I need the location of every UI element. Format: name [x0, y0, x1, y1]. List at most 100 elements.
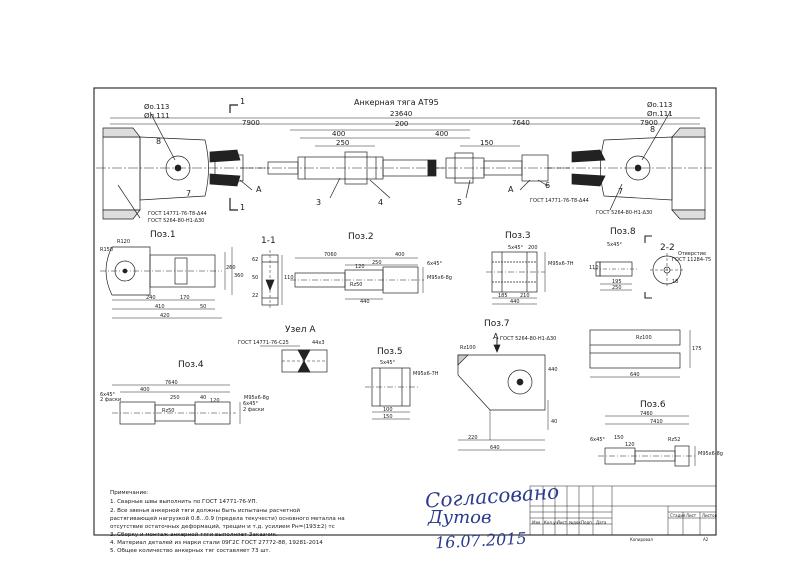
sec11-d22: 22 [252, 293, 259, 299]
poz3-chamfer: 5x45° [508, 245, 524, 251]
gost-left-2: ГОСТ 5264-80-Н1-Δ30 [148, 218, 205, 224]
poz7-gost: ГОСТ 5264-80-Н1-Δ30 [500, 336, 557, 342]
poz6-d120: 120 [625, 442, 635, 448]
poz1-d420: 420 [160, 313, 170, 319]
note-line: 3. Сборку и монтаж анкерной тяги выполня… [110, 532, 278, 538]
tb-col-podp: Подп. [581, 520, 594, 525]
poz1-d50: 50 [200, 304, 207, 310]
poz3-view [486, 251, 546, 305]
view-title-poz1: Поз.1 [150, 230, 176, 240]
tb-col-ndok: №док [569, 520, 581, 525]
tb-col-data: Дата [596, 520, 607, 525]
dim-250: 250 [336, 139, 350, 147]
tb-sheets: Листов [702, 513, 717, 518]
dim-seg-left: 7900 [242, 119, 260, 127]
poz2-thread: M95x6-8g [427, 275, 452, 281]
callout-7-left: 7 [186, 189, 192, 198]
poz8-gost: ГОСТ 11284-75 [672, 257, 712, 263]
dim-150: 150 [480, 139, 494, 147]
handwritten-signature: Дутов [428, 507, 492, 528]
note-heading: Примечание: [110, 490, 149, 496]
dim-seg-right: 7900 [640, 119, 658, 127]
view-title-sec22: 2-2 [660, 243, 675, 253]
view-title-poz5: Поз.5 [377, 347, 403, 357]
poz7-d440: 440 [548, 367, 558, 373]
note-line: 5. Общее количество анкерных тяг составл… [110, 548, 271, 554]
view-title-poz8: Поз.8 [610, 227, 636, 237]
view-title-poz3: Поз.3 [505, 231, 531, 241]
view-title-sec11: 1-1 [261, 236, 276, 246]
diameter-left-top: Øо.113 [144, 103, 170, 111]
poz4-d40: 40 [200, 395, 207, 401]
diameter-right-top: Øо.113 [647, 101, 673, 109]
poz4-d120: 120 [210, 398, 220, 404]
tb-format: А2 [703, 537, 709, 542]
poz2-chamfer: 6x45° [427, 261, 443, 267]
node-a-left: A [256, 185, 262, 194]
tb-copied: Копировал [630, 537, 653, 542]
poz7-view [457, 338, 549, 451]
view-title-poz2: Поз.2 [348, 232, 374, 242]
poz1-d170: 170 [180, 295, 190, 301]
poz1-d260: 260 [226, 265, 236, 271]
poz8-d195: 195 [612, 279, 622, 285]
plate-d175: 175 [692, 346, 702, 352]
poz2-view [290, 257, 424, 300]
note-line: 1. Сварные швы выполнить по ГОСТ 14771-7… [110, 499, 258, 505]
drawing-title: Анкерная тяга АТ95 [354, 98, 439, 107]
poz7-d40: 40 [551, 419, 558, 425]
sec11-d62: 62 [252, 257, 259, 263]
poz6-thread: M95x6-8g [698, 451, 723, 457]
poz1-view [100, 246, 233, 319]
poz4-d7640: 7640 [165, 380, 178, 386]
poz2-d440: 440 [360, 299, 370, 305]
poz6-d7410: 7410 [650, 419, 663, 425]
poz8-d110: 110 [589, 265, 599, 271]
gost-right-2: ГОСТ 5264-80-Н1-Δ30 [596, 210, 653, 216]
poz2-d400: 400 [395, 252, 405, 258]
main-assembly [96, 104, 712, 220]
tb-col-koluch: Кол.уч [544, 520, 558, 525]
poz8-d250: 250 [612, 285, 622, 291]
section-mark-top: 1 [240, 97, 246, 106]
tb-col-izm: Изм [532, 520, 541, 525]
poz1-d360: 360 [234, 273, 244, 279]
poz5-view [365, 367, 418, 420]
title-block [529, 485, 717, 536]
poz5-d100: 100 [383, 407, 393, 413]
poz6-view [598, 415, 696, 467]
view-title-poz6: Поз.6 [640, 400, 666, 410]
poz2-d7060: 7060 [324, 252, 337, 258]
view-title-uzel-a: Узел A [285, 325, 316, 335]
poz6-d7460: 7460 [640, 411, 653, 417]
poz2-rz50: Rz50 [350, 282, 363, 288]
poz7-d640: 640 [490, 445, 500, 451]
plate-d640: 640 [630, 372, 640, 378]
poz8-view [594, 235, 684, 299]
sec11-d50: 50 [252, 275, 259, 281]
tb-col-list: Лист [557, 520, 568, 525]
note-line: растягивающей нагрузкой 0.8...0.9 (преде… [110, 516, 345, 522]
poz3-d200: 200 [528, 245, 538, 251]
poz8-chamfer: 5x45° [607, 242, 623, 248]
sec11-d110: 110 [284, 275, 294, 281]
outer-frame [93, 87, 717, 536]
poz6-rz52: Rz52 [668, 437, 681, 443]
dim-400-a: 400 [332, 130, 346, 138]
note-line: отсутствие остаточных деформаций, трещин… [110, 524, 335, 530]
dim-200: 200 [395, 120, 409, 128]
uzel-a-view [260, 345, 328, 373]
poz2-d250: 250 [372, 260, 382, 266]
dim-total: 23640 [390, 110, 413, 118]
callout-3: 3 [316, 198, 322, 207]
plate-rz: Rz100 [636, 335, 652, 341]
callout-8-right: 8 [650, 125, 656, 134]
poz6-chamfer: 6x45° [590, 437, 606, 443]
view-title-poz7: Поз.7 [484, 319, 510, 329]
poz3-thread: M95x6-7H [548, 261, 574, 267]
poz1-r150: R150 [100, 247, 114, 253]
poz1-r120: R120 [117, 239, 131, 245]
poz4-view [112, 384, 241, 425]
poz4-fask-right: 2 фаски [243, 407, 265, 413]
